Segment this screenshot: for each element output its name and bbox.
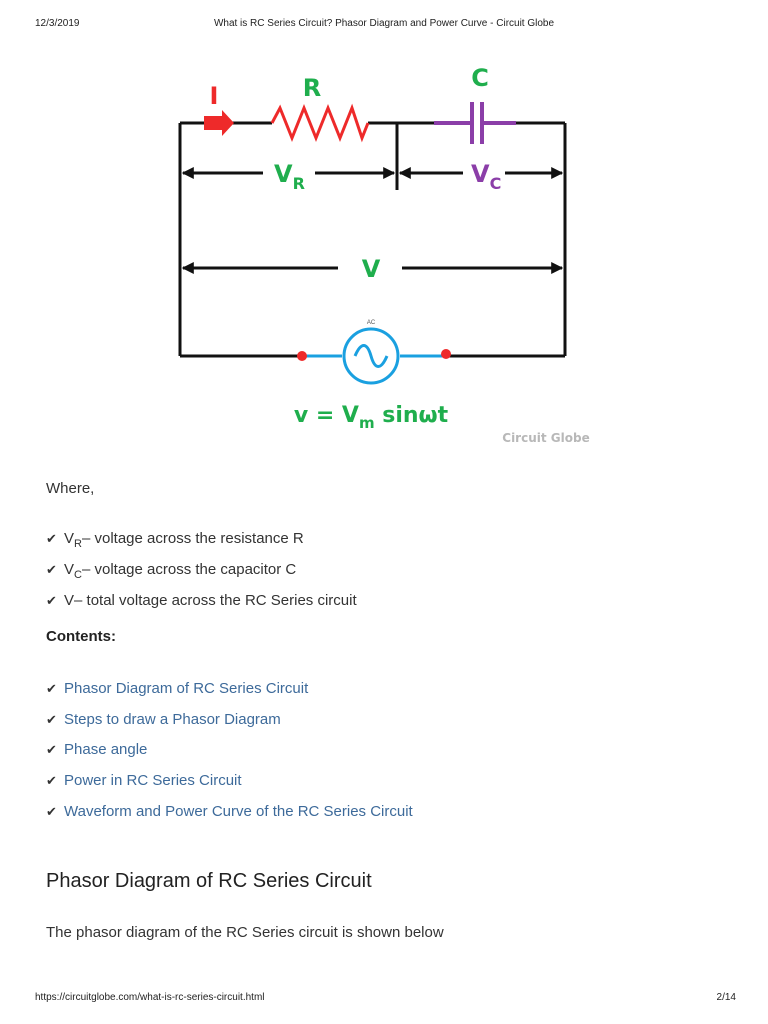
contents-item: ✔ Power in RC Series Circuit [46,772,242,789]
checkmark-icon: ✔ [46,681,57,696]
contents-item: ✔ Phasor Diagram of RC Series Circuit [46,680,308,697]
watermark: Circuit Globe [502,431,589,445]
ac-label: AC [367,320,376,326]
capacitor-icon [434,102,516,144]
contents-link[interactable]: Steps to draw a Phasor Diagram [64,711,281,728]
section-text: The phasor diagram of the RC Series circ… [46,924,444,941]
contents-link[interactable]: Phasor Diagram of RC Series Circuit [64,680,309,697]
source-equation: v = Vm sinωt [294,403,449,432]
definition-item: ✔ V – total voltage across the RC Series… [46,592,357,609]
resistor-icon [270,103,370,143]
contents-item: ✔ Steps to draw a Phasor Diagram [46,711,281,728]
rc-circuit-diagram: I R C VR VC V [178,64,590,445]
current-arrow-icon [204,110,234,136]
contents-item: ✔ Phase angle [46,741,147,758]
checkmark-icon: ✔ [46,593,57,608]
print-title: What is RC Series Circuit? Phasor Diagra… [213,18,555,29]
circuit-wires [178,121,567,358]
vr-label: VR [274,160,305,193]
v-label: V [362,255,381,283]
checkmark-icon: ✔ [46,712,57,727]
contents-link[interactable]: Power in RC Series Circuit [64,772,242,789]
print-footer-url: https://circuitglobe.com/what-is-rc-seri… [35,992,265,1003]
checkmark-icon: ✔ [46,531,57,546]
capacitor-label: C [471,64,489,92]
contents-link[interactable]: Waveform and Power Curve of the RC Serie… [64,803,413,820]
section-heading: Phasor Diagram of RC Series Circuit [46,870,372,892]
vc-label: VC [471,160,501,193]
print-page-number: 2/14 [716,992,736,1003]
ac-source-icon [297,327,451,385]
where-label: Where, [46,480,95,497]
checkmark-icon: ✔ [46,804,57,819]
resistor-label: R [303,74,321,102]
contents-heading: Contents: [46,628,116,645]
checkmark-icon: ✔ [46,562,57,577]
checkmark-icon: ✔ [46,773,57,788]
current-label: I [210,82,219,110]
contents-item: ✔ Waveform and Power Curve of the RC Ser… [46,803,413,820]
print-header: 12/3/2019 What is RC Series Circuit? Pha… [0,0,768,40]
contents-link[interactable]: Phase angle [64,741,148,758]
rc-circuit-figure: I R C VR VC V [170,58,600,458]
checkmark-icon: ✔ [46,742,57,757]
print-date: 12/3/2019 [35,18,80,29]
